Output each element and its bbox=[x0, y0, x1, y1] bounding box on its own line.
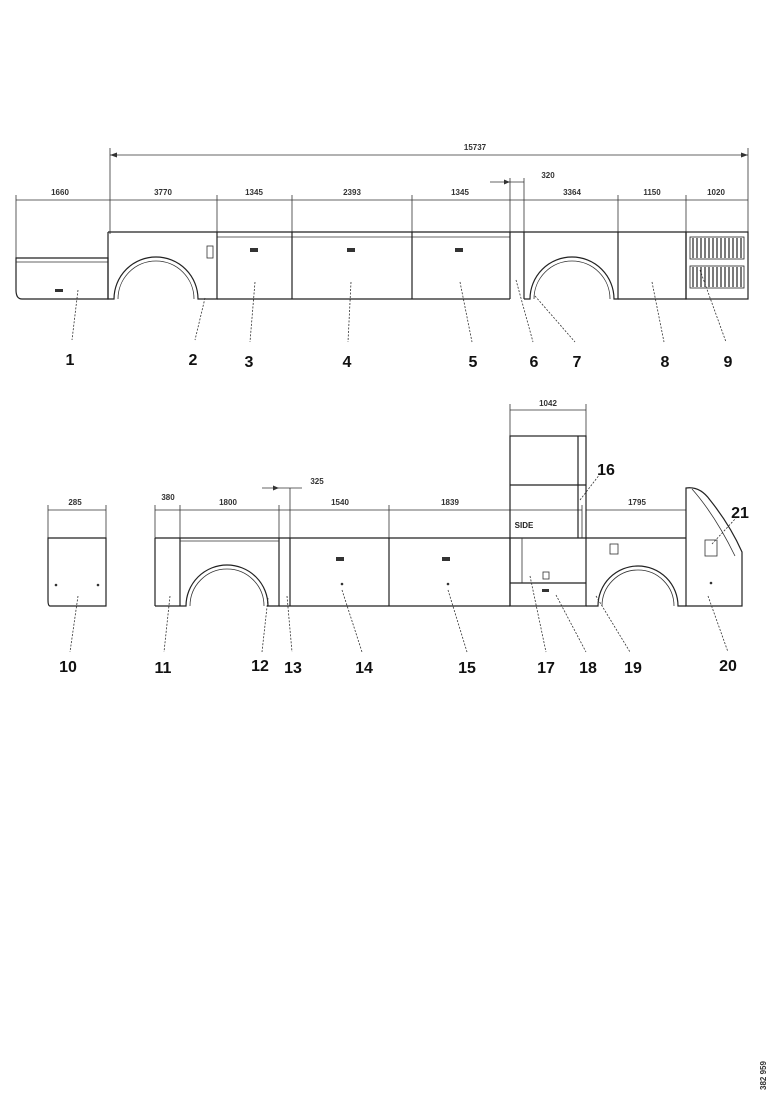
dimension-6: 320 bbox=[541, 171, 555, 180]
dimension-13: 325 bbox=[310, 477, 324, 486]
dimension-8: 1150 bbox=[643, 188, 661, 197]
callout-7: 7 bbox=[573, 354, 582, 371]
drawing-number: 382 959 bbox=[759, 1061, 768, 1090]
overall-dimension-value: 15737 bbox=[464, 143, 487, 152]
panel-10 bbox=[47, 537, 107, 607]
callout-6: 6 bbox=[530, 354, 539, 371]
dimension-2: 3770 bbox=[154, 188, 172, 197]
upper-leader-lines bbox=[71, 269, 727, 343]
callout-1: 1 bbox=[66, 352, 75, 369]
dimension-5: 1345 bbox=[451, 188, 469, 197]
callout-5: 5 bbox=[469, 354, 478, 371]
dimension-4: 2393 bbox=[343, 188, 361, 197]
callout-12: 12 bbox=[251, 658, 269, 675]
callout-3: 3 bbox=[245, 354, 254, 371]
grille-louvres bbox=[689, 236, 745, 289]
lower-body-outline bbox=[154, 435, 743, 607]
upper-callouts: 1 2 3 4 5 6 7 8 9 bbox=[66, 352, 733, 371]
callout-15: 15 bbox=[458, 660, 476, 677]
dimension-9: 1020 bbox=[707, 188, 725, 197]
lower-reference-labels: SIDE bbox=[515, 521, 534, 530]
dimension-11: 380 bbox=[161, 493, 175, 502]
callout-9: 9 bbox=[724, 354, 733, 371]
overall-dimension: 15737 bbox=[109, 143, 749, 234]
callout-21: 21 bbox=[731, 505, 749, 522]
callout-14: 14 bbox=[355, 660, 373, 677]
lower-callouts: 10 11 12 13 14 15 16 17 18 19 20 21 bbox=[59, 462, 749, 677]
lower-dimensions: 285 380 1800 325 1540 1839 1795 1042 bbox=[47, 399, 687, 538]
callout-2: 2 bbox=[189, 352, 198, 369]
dimension-15: 1839 bbox=[441, 498, 459, 507]
dimension-16: 1042 bbox=[539, 399, 557, 408]
dimension-3: 1345 bbox=[245, 188, 263, 197]
callout-11: 11 bbox=[155, 660, 172, 677]
callout-18: 18 bbox=[579, 660, 597, 677]
callout-16: 16 bbox=[597, 462, 615, 479]
dimension-panel-10: 285 bbox=[68, 498, 82, 507]
callout-4: 4 bbox=[343, 354, 352, 371]
dimension-19: 1795 bbox=[628, 498, 646, 507]
callout-19: 19 bbox=[624, 660, 642, 677]
dimension-1: 1660 bbox=[51, 188, 69, 197]
dimension-7: 3364 bbox=[563, 188, 581, 197]
upper-side-view: 15737 1660 3770 1345 2393 1345 320 3364 … bbox=[15, 143, 749, 371]
dimension-14: 1540 bbox=[331, 498, 349, 507]
lower-leader-lines bbox=[69, 473, 737, 653]
upper-body-outline bbox=[15, 231, 749, 300]
callout-8: 8 bbox=[661, 354, 670, 371]
upper-segment-dimensions: 1660 3770 1345 2393 1345 320 3364 1150 1… bbox=[15, 171, 748, 258]
callout-17: 17 bbox=[537, 660, 555, 677]
callout-10: 10 bbox=[59, 659, 77, 676]
panel-reference-label: SIDE bbox=[515, 521, 534, 530]
dimension-12: 1800 bbox=[219, 498, 237, 507]
callout-13: 13 bbox=[284, 660, 302, 677]
callout-20: 20 bbox=[719, 658, 737, 675]
lower-side-view: 285 380 1800 325 1540 1839 1795 1042 bbox=[47, 399, 749, 677]
